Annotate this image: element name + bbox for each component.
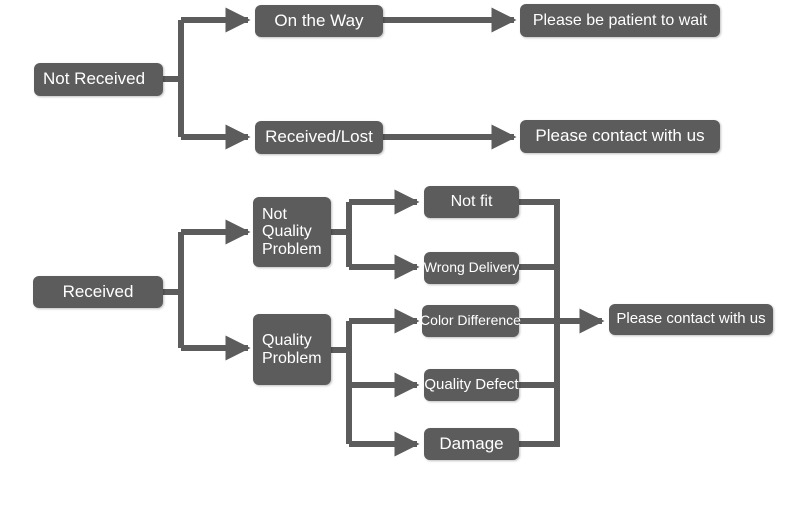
node-damage: Damage (424, 428, 519, 460)
node-quality-defect: Quality Defect (424, 369, 519, 401)
node-contact-bottom: Please contact with us (609, 304, 773, 335)
node-wrong-delivery: Wrong Delivery (424, 252, 519, 284)
connector-quality-trunk (331, 321, 352, 444)
node-not-quality-problem: Not Quality Problem (253, 197, 331, 267)
node-not-fit: Not fit (424, 186, 519, 218)
node-contact-top: Please contact with us (520, 120, 720, 153)
node-on-the-way: On the Way (255, 5, 383, 37)
connector-not-received-trunk (163, 20, 184, 137)
node-patient-wait: Please be patient to wait (520, 4, 720, 37)
node-received-lost: Received/Lost (255, 121, 383, 154)
node-received: Received (33, 276, 163, 308)
node-color-difference: Color Difference (420, 305, 521, 337)
connector-merge-trunk (519, 199, 560, 447)
node-quality-problem: Quality Problem (253, 314, 331, 385)
node-not-received: Not Received (34, 63, 163, 96)
connector-not-quality-trunk (331, 202, 352, 267)
connector-received-trunk (163, 232, 184, 348)
